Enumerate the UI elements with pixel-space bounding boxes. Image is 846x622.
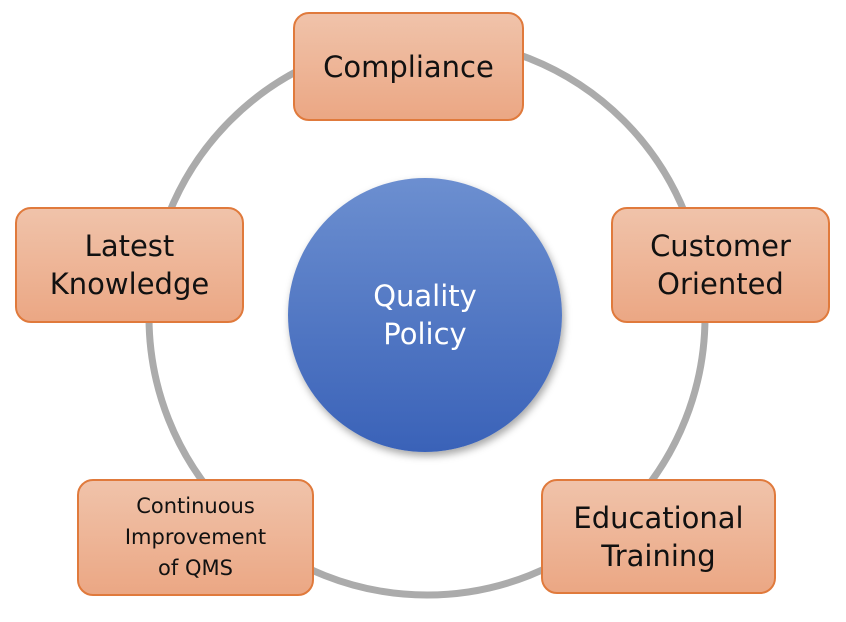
node-continuous-improvement: Continuous Improvement of QMS	[77, 479, 314, 596]
node-educational-training: Educational Training	[541, 479, 776, 594]
center-node-quality-policy: Quality Policy	[288, 178, 562, 452]
node-compliance: Compliance	[293, 12, 524, 121]
node-latest-knowledge: Latest Knowledge	[15, 207, 244, 323]
node-customer-oriented: Customer Oriented	[611, 207, 830, 323]
